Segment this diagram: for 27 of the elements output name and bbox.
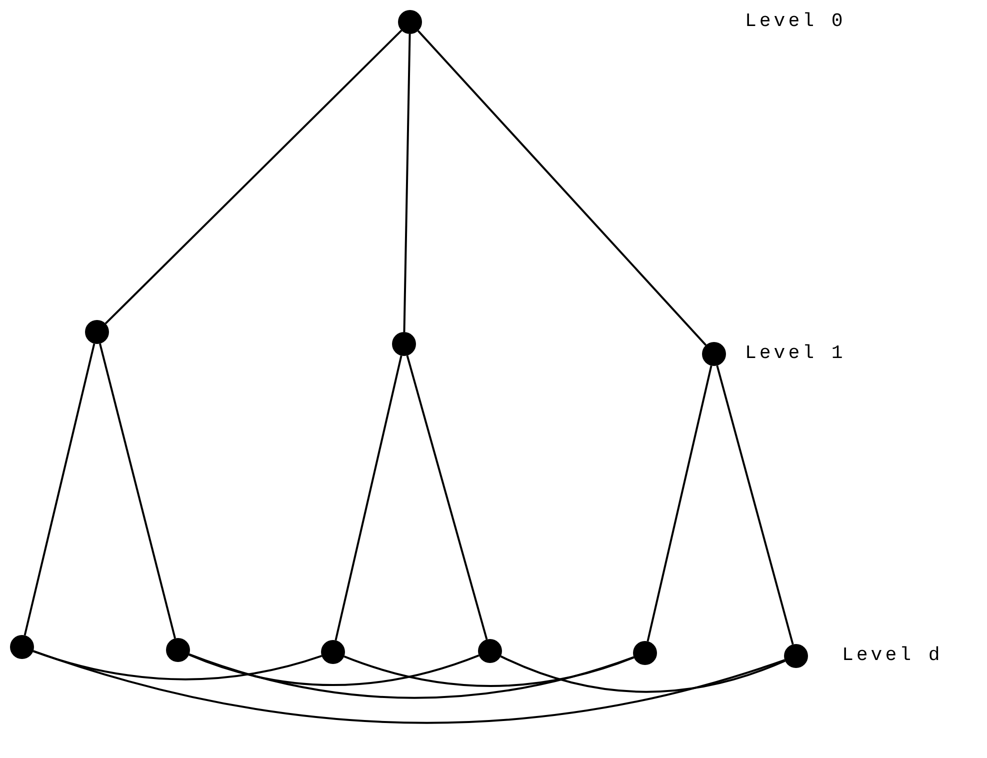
graph-node bbox=[392, 332, 416, 356]
graph-node bbox=[478, 639, 502, 663]
tree-edge bbox=[104, 30, 402, 324]
graph-node bbox=[398, 10, 422, 34]
level-label: Level 0 bbox=[745, 12, 846, 31]
curved-edge bbox=[500, 655, 786, 693]
curved-edge bbox=[32, 650, 785, 724]
graph-node bbox=[166, 638, 190, 662]
level-label: Level 1 bbox=[745, 344, 846, 363]
tree-edge bbox=[24, 343, 96, 636]
tree-edge bbox=[99, 343, 176, 639]
graph-node bbox=[321, 640, 345, 664]
graph-node bbox=[633, 641, 657, 665]
level-label: Level d bbox=[842, 646, 943, 665]
tree-edge bbox=[403, 34, 411, 332]
graph-node bbox=[784, 644, 808, 668]
curved-edge bbox=[188, 653, 634, 699]
tree-edge bbox=[406, 355, 488, 640]
graph-node bbox=[10, 635, 34, 659]
graph-node bbox=[702, 342, 726, 366]
tree-edge bbox=[716, 365, 794, 645]
graph-node bbox=[85, 320, 109, 344]
tree-edge bbox=[646, 365, 712, 642]
tree-edge bbox=[417, 30, 707, 346]
curved-edge bbox=[188, 654, 480, 686]
tree-edge bbox=[334, 355, 402, 641]
curved-edge bbox=[344, 656, 634, 687]
